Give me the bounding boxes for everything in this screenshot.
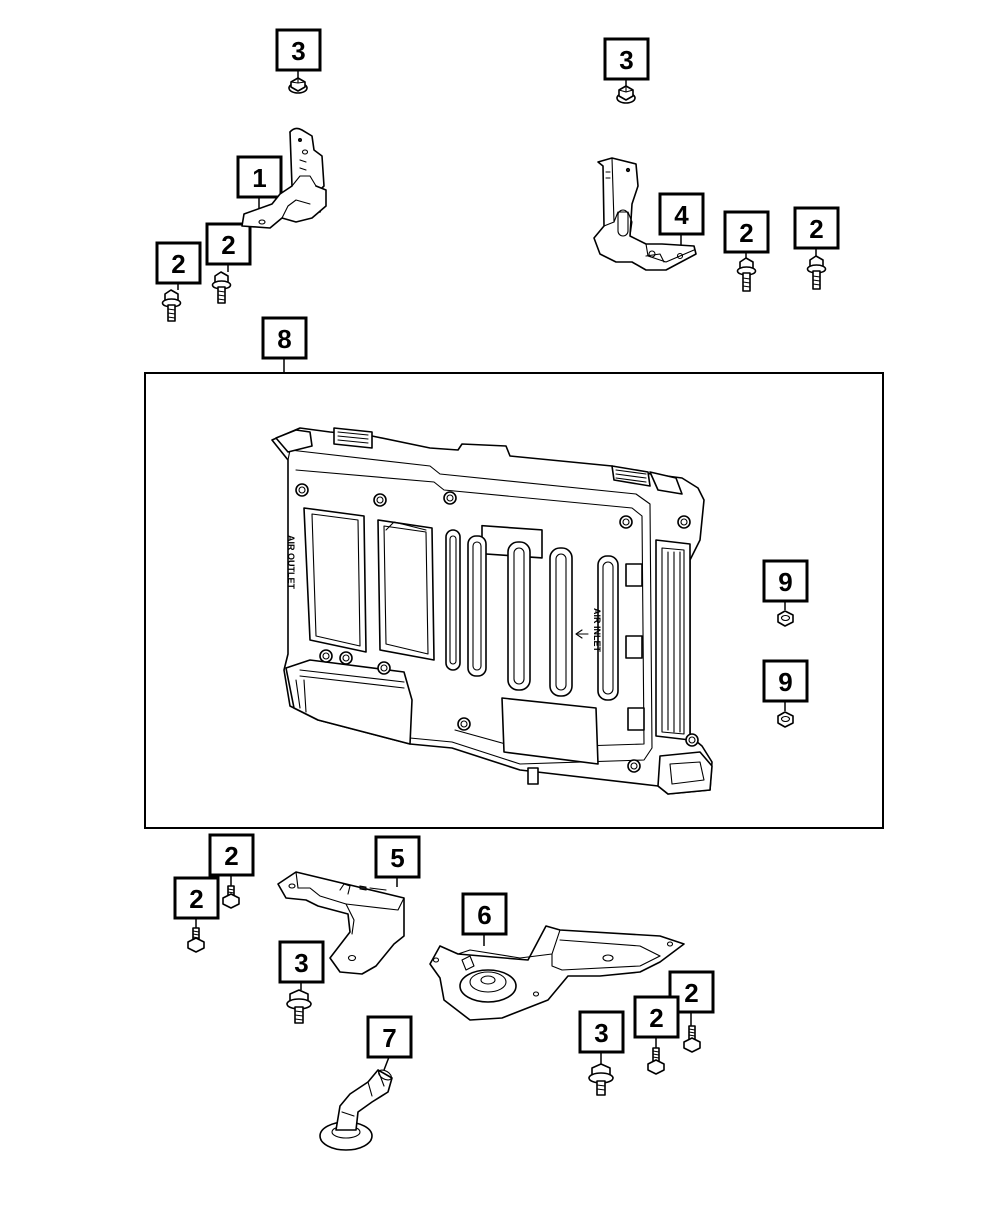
callout-label: 2 [189, 884, 203, 914]
callout-label: 2 [684, 978, 698, 1008]
nut [777, 610, 794, 627]
callout-2-lower-left-left: 2 [173, 876, 220, 928]
callout-2-bracket1-left: 2 [155, 241, 202, 290]
callout-2-bracket4-right: 2 [793, 206, 840, 256]
bracket-4 [593, 157, 697, 271]
callout-label: 3 [294, 948, 308, 978]
callout-6: 6 [461, 892, 508, 946]
callout-label: 4 [674, 200, 689, 230]
callout-label: 2 [221, 230, 235, 260]
callout-label: 7 [382, 1023, 396, 1053]
drain-hose-7 [319, 1069, 393, 1151]
callout-5: 5 [374, 835, 421, 887]
callout-label: 2 [171, 249, 185, 279]
bracket-1 [241, 127, 327, 229]
callout-label: 5 [390, 843, 404, 873]
callout-2-lower-right-left: 2 [633, 995, 680, 1048]
callout-3-top-left: 3 [275, 28, 322, 80]
callout-label: 2 [649, 1003, 663, 1033]
callout-label: 3 [594, 1018, 608, 1048]
callout-2-lower-left-right: 2 [208, 833, 255, 886]
callout-3-lower-left: 3 [278, 940, 325, 990]
nut [777, 711, 794, 728]
screw [222, 885, 240, 909]
flange-bolt [616, 85, 636, 104]
callout-label: 3 [619, 45, 633, 75]
callout-3-top-right: 3 [603, 37, 650, 86]
side-connector [655, 539, 691, 741]
callout-7: 7 [366, 1015, 413, 1071]
air-inlet-label: AIR INLET [592, 608, 602, 653]
screw [736, 257, 757, 292]
callout-2-bracket4-left: 2 [723, 210, 770, 258]
callout-9-upper: 9 [762, 559, 809, 610]
screw [683, 1025, 701, 1053]
callout-label: 2 [809, 214, 823, 244]
module-frame [144, 372, 884, 829]
callout-label: 2 [739, 218, 753, 248]
flange-bolt [286, 989, 312, 1024]
callout-label: 1 [252, 163, 266, 193]
callout-label: 6 [477, 900, 491, 930]
screw [187, 927, 205, 953]
callout-4: 4 [658, 192, 705, 246]
callout-8: 8 [261, 316, 308, 373]
top-connector [275, 427, 683, 495]
callout-label: 2 [224, 841, 238, 871]
screw [211, 271, 232, 304]
bracket-6 [429, 925, 685, 1021]
callout-label: 9 [778, 567, 792, 597]
callout-2-lower-right-right: 2 [668, 970, 715, 1026]
module-screws [295, 483, 699, 773]
air-outlet-label: AIR OUTLET [286, 535, 296, 589]
callout-1: 1 [236, 155, 283, 212]
callout-label: 8 [277, 324, 291, 354]
callout-3-lower-right: 3 [578, 1010, 625, 1064]
callout-label: 3 [291, 36, 305, 66]
flange-bolt [288, 77, 308, 94]
airflow-arrow-icon [575, 629, 589, 639]
screw [806, 255, 827, 290]
callout-9-lower: 9 [762, 659, 809, 711]
callout-2-bracket1-right: 2 [205, 222, 252, 272]
screw [647, 1047, 665, 1075]
flange-bolt [588, 1063, 614, 1096]
screw [161, 289, 182, 322]
callout-label: 9 [778, 667, 792, 697]
control-module: AIR OUTLET AIR INLET [271, 427, 713, 795]
bracket-5 [277, 871, 405, 975]
vent-slots [445, 529, 619, 701]
